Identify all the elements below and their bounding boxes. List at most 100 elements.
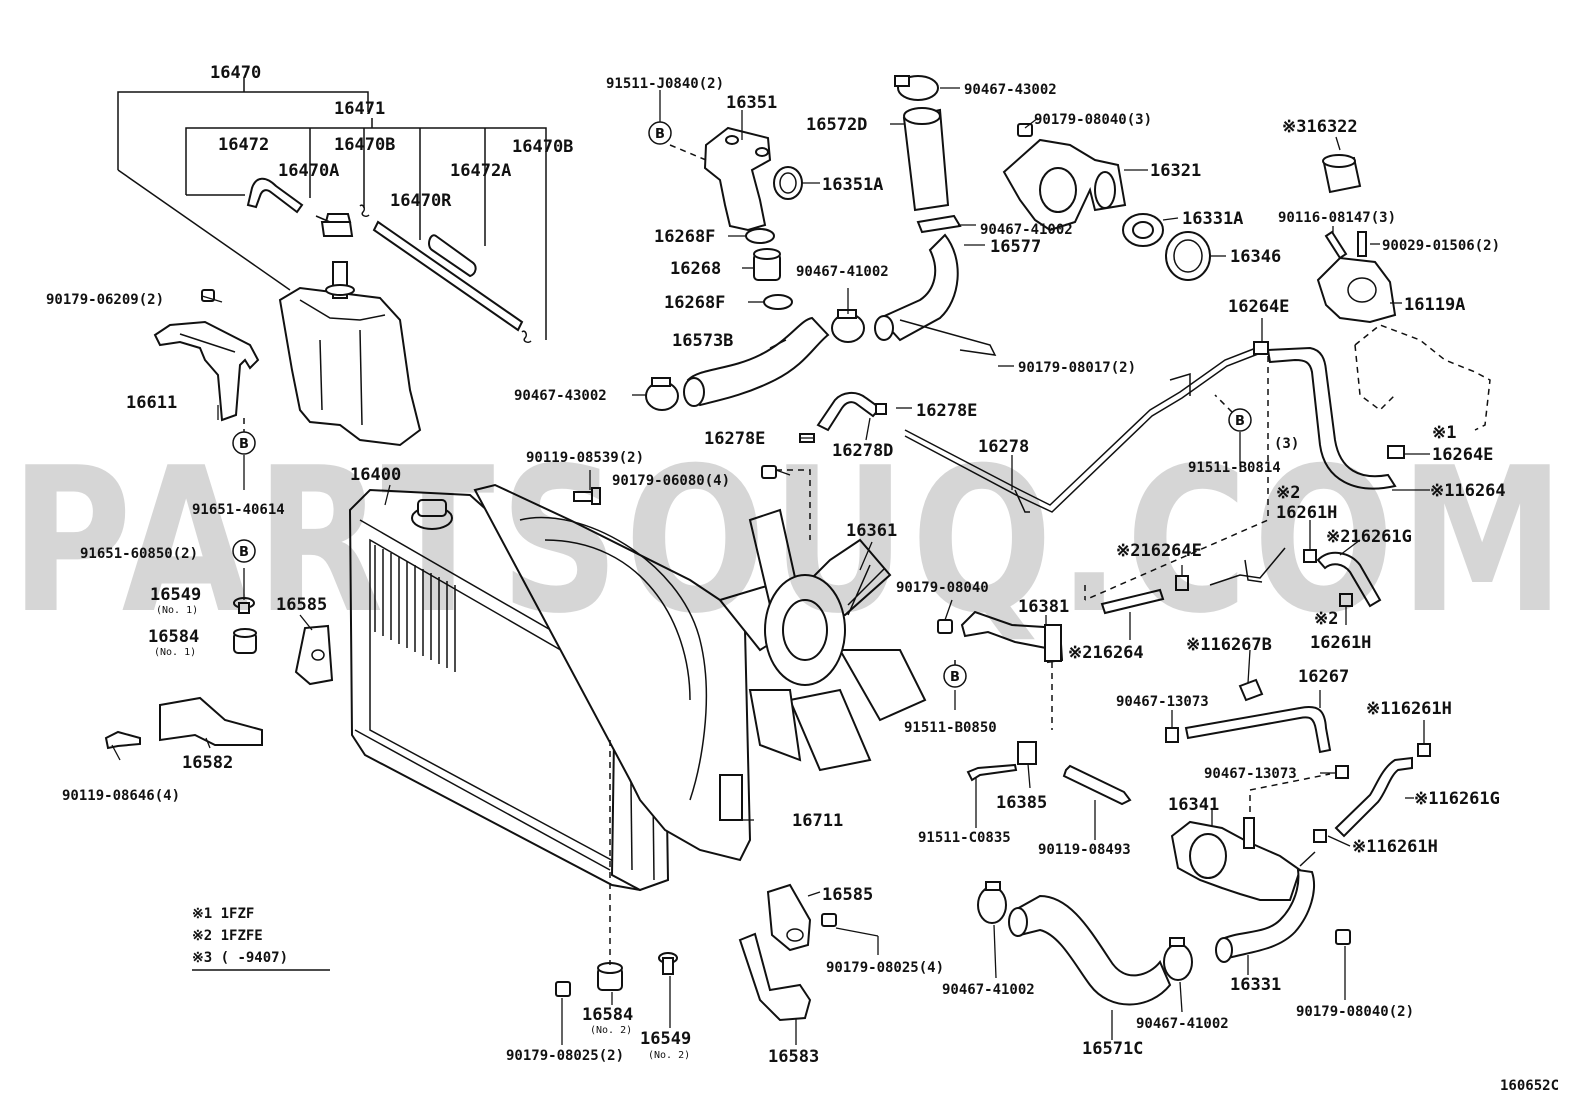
label-16573B: 16573B — [672, 331, 733, 351]
label-16119A: 16119A — [1404, 295, 1465, 315]
b-marker-2: B — [232, 539, 256, 563]
label-16549-2: 16549 — [640, 1029, 691, 1049]
bushing-16322 — [1322, 154, 1362, 194]
label-16583: 16583 — [768, 1047, 819, 1067]
label-90467-13073-1: 90467-13073 — [1116, 694, 1209, 710]
label-16261H-3: ※116261H — [1366, 699, 1452, 719]
label-16351: 16351 — [726, 93, 777, 113]
hose-16577 — [874, 233, 997, 356]
bracket-16582 — [159, 696, 263, 746]
label-16267: 16267 — [1298, 667, 1349, 687]
label-16470R: 16470R — [390, 191, 452, 211]
b-marker-3: B — [648, 121, 672, 145]
label-16571C: 16571C — [1082, 1039, 1143, 1059]
clamp-90467-43002-left — [645, 377, 679, 411]
pipe-16278 — [904, 347, 1259, 513]
label-16264E-2b: 16264E — [1432, 445, 1493, 465]
gasket-16268F-1 — [745, 228, 775, 244]
label-16582: 16582 — [182, 753, 233, 773]
svg-text:B: B — [950, 670, 960, 685]
label-16278E-1: 16278E — [916, 401, 977, 421]
clip-16264E-top — [1253, 341, 1269, 355]
label-16278E-2: 16278E — [704, 429, 765, 449]
label-16572D: 16572D — [806, 115, 867, 135]
label-16268F-1: 16268F — [654, 227, 715, 247]
clamp-90467-41002-left-bottom — [977, 881, 1007, 924]
label-90179-08040-3: 90179-08040(2) — [1296, 1004, 1414, 1020]
cushion-16584-no1 — [233, 628, 257, 654]
bracket-16381 — [960, 610, 1064, 664]
engine-block-outline — [1354, 324, 1491, 431]
label-16331A: 16331A — [1182, 209, 1243, 229]
label-90179-06209: 90179-06209(2) — [46, 292, 164, 308]
legend-row-2: ※2 1FZFE — [192, 928, 263, 944]
label-16267B: ※116267B — [1186, 635, 1272, 655]
pipe-16470R — [372, 220, 524, 332]
label-90467-43002-2: 90467-43002 — [964, 82, 1057, 98]
fan-shroud — [473, 483, 752, 862]
label-90467-41002-3: 90467-41002 — [942, 982, 1035, 998]
label-90119-08493: 90119-08493 — [1038, 842, 1131, 858]
hose-16261G-lower — [1334, 756, 1413, 838]
label-16341: 16341 — [1168, 795, 1219, 815]
label-16470: 16470 — [210, 63, 261, 83]
label-16278D: 16278D — [832, 441, 893, 461]
label-16331: 16331 — [1230, 975, 1281, 995]
label-91511-B0814-note: (3) — [1274, 436, 1299, 452]
label-16584-2: 16584 — [582, 1005, 633, 1025]
gasket-16268F-2 — [763, 294, 793, 310]
label-91511-B0850: 91511-B0850 — [904, 720, 997, 736]
label-91651-60850: 91651-60850(2) — [80, 546, 198, 562]
gasket-16346 — [1165, 231, 1211, 281]
clamp-90467-41002-right-bottom — [1163, 937, 1193, 981]
label-16268F-2: 16268F — [664, 293, 725, 313]
plug-16268 — [753, 248, 781, 281]
label-16381: 16381 — [1018, 597, 1069, 617]
nut-90179-06080 — [761, 465, 777, 479]
label-16577: 16577 — [990, 237, 1041, 257]
water-inlet-housing-16321 — [1002, 138, 1127, 232]
label-16584-1: 16584 — [148, 627, 199, 647]
label-16711: 16711 — [792, 811, 843, 831]
clamp-90467-41002-mid — [831, 309, 865, 343]
hose-16261G-upper — [1316, 551, 1382, 608]
label-16471: 16471 — [334, 99, 385, 119]
water-outlet-16351 — [703, 126, 772, 232]
nut-90179-08040-top — [1017, 123, 1033, 137]
label-16351A: 16351A — [822, 175, 883, 195]
bracket-16585-lower — [766, 883, 812, 952]
label-16549-1: 16549 — [150, 585, 201, 605]
diagram-code: 160652C — [1500, 1078, 1559, 1094]
hose-16572D — [902, 107, 950, 212]
pin-90029-01506 — [1357, 231, 1367, 257]
label-91511-C0835: 91511-C0835 — [918, 830, 1011, 846]
label-90467-41002-4: 90467-41002 — [1136, 1016, 1229, 1032]
engine-legend: ※1 1FZF ※2 1FZFE ※3 ( -9407) — [192, 906, 330, 971]
label-16400: 16400 — [350, 465, 401, 485]
reserve-tank — [278, 261, 422, 447]
gasket-16119A — [1316, 256, 1397, 324]
label-90119-08539: 90119-08539(2) — [526, 450, 644, 466]
label-91511-J0840: 91511-J0840(2) — [606, 76, 724, 92]
label-16264-2: ※216264 — [1068, 643, 1144, 663]
svg-text:B: B — [239, 437, 249, 452]
b-marker-5: B — [943, 664, 967, 688]
label-16470A: 16470A — [278, 161, 339, 181]
clip-16267B — [1238, 678, 1264, 702]
hose-16472A — [428, 234, 477, 278]
svg-text:B: B — [239, 545, 249, 560]
hose-16573B — [683, 316, 830, 407]
label-16261H-4: ※116261H — [1352, 837, 1438, 857]
label-16361: 16361 — [846, 521, 897, 541]
clamp-90467-13073-upper — [1165, 727, 1179, 743]
legend-row-3: ※3 ( -9407) — [192, 950, 288, 966]
label-16321: 16321 — [1150, 161, 1201, 181]
label-16264-1: ※116264 — [1430, 481, 1506, 501]
hose-16331 — [1215, 868, 1316, 963]
label-90467-43002-1: 90467-43002 — [514, 388, 607, 404]
label-90467-13073-2: 90467-13073 — [1204, 766, 1297, 782]
label-16264E-3: ※216264E — [1116, 541, 1202, 561]
clip-16261H-right — [1417, 743, 1431, 757]
label-16385: 16385 — [996, 793, 1047, 813]
label-16268: 16268 — [670, 259, 721, 279]
